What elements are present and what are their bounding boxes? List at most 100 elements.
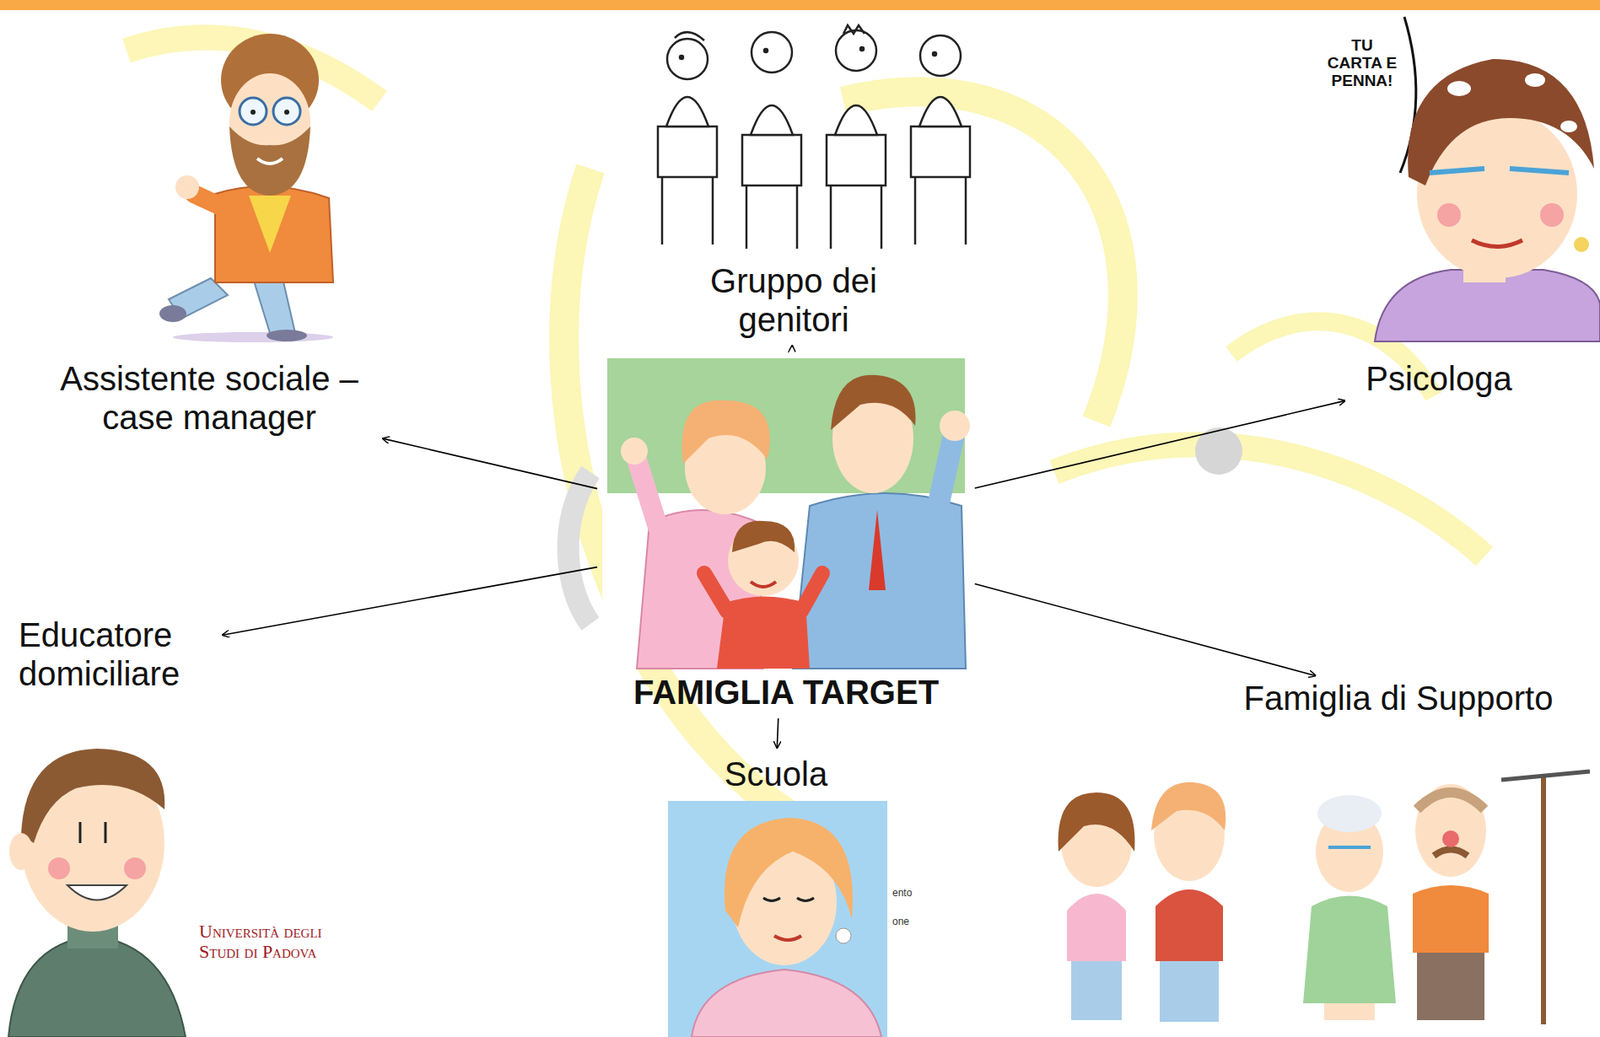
target-family-picture-part [939,410,970,442]
parents-group-drawing-part [750,105,793,135]
target-family-picture-part [750,581,776,588]
parents-group-drawing-part [674,32,705,41]
support-family-figures-part [1328,845,1371,850]
parents-group-drawing-part [667,38,708,80]
parents-group-drawing-part [860,47,864,51]
target-family-picture-part [732,521,795,553]
parents-group-drawing-part [711,177,715,245]
support-family-figures-part [1058,792,1136,852]
social-worker-figure-part [159,305,187,323]
university-logo: Università degli Studi di Padova [199,921,326,963]
support-family-figures-part [1412,885,1489,954]
support-family-figures-part [1416,792,1485,810]
psychologist-figure-part [1437,203,1461,227]
service-node: Psicologa [1337,357,1541,400]
parents-group-drawing-part [666,96,709,127]
support-family-figures-part [1303,896,1396,1005]
psychologist-figure-part [1524,73,1546,87]
support-family-figures-part [1159,961,1219,1023]
psychologist-figure-part [1573,237,1590,253]
watermark-part [568,472,591,625]
connector-arrow [776,718,778,749]
parents-group-drawing-part [745,185,749,249]
fragment-text: one [892,916,943,928]
social-worker-figure-part [257,158,283,164]
psychologist-figure-part [1407,59,1595,186]
fragment-text: ento [892,888,943,900]
school-teacher-figure [668,801,888,1037]
watermark-part [1054,444,1485,557]
social-worker-figure-part [172,332,334,343]
node-label: Educatore domiciliare [18,615,215,694]
node-label: Scuola [694,754,857,794]
social-worker-figure-part [193,193,221,207]
support-family-figures-part [1415,784,1487,878]
node-label: Gruppo dei genitori [687,261,900,340]
top-bar [0,0,1600,11]
psychologist-figure [1374,16,1600,342]
social-worker-figure-part [215,186,334,283]
speech-bubble-text: TU CARTA E PENNA! [1325,37,1399,91]
parents-group-drawing-part [932,52,937,56]
school-teacher-figure-part [668,801,888,1037]
home-educator-figure-part [80,822,106,844]
parents-group-drawing-part [742,134,802,186]
connector-arrow [975,583,1316,676]
connector-arrow [382,438,598,489]
connector-arrow [975,400,1346,489]
parents-group-drawing-part [835,30,877,71]
target-family-picture-part [602,352,970,669]
node-label: Psicologa [1341,359,1537,399]
parents-group-drawing-part [679,55,684,60]
target-family-picture-part [607,358,965,494]
home-educator-figure-part [48,857,71,880]
social-worker-figure-part [266,329,308,342]
parents-group-drawing [657,25,970,249]
service-node: Educatore domiciliare [15,614,218,695]
node-label: Famiglia di Supporto [1220,678,1577,718]
psychologist-figure-part [1471,240,1523,248]
support-family-figures-part [1071,961,1122,1021]
service-node: Gruppo dei genitori [684,259,904,341]
parents-group-drawing-part [920,35,961,76]
support-family-figures-part [1433,850,1468,857]
home-educator-figure-part [123,857,146,880]
psychologist-figure-part [1560,120,1578,133]
parents-group-drawing-part [914,177,917,245]
parents-group-drawing-part [835,105,878,135]
support-family-figures-part [1442,830,1460,848]
support-family-figures-part [1416,953,1485,1021]
node-label: FAMIGLIA TARGET [605,673,967,712]
target-family-picture-part [830,375,916,431]
support-family-figures-part [1324,1003,1375,1021]
parents-group-drawing-part [910,126,970,178]
target-family-picture [602,352,970,669]
social-worker-figure-part [284,109,290,115]
school-teacher-figure-part [774,936,802,941]
support-family-figures-part [1317,795,1382,833]
psychologist-figure-part [1447,80,1471,97]
support-family-figures-part [1066,894,1126,962]
home-educator-figure-part [67,885,127,901]
support-family-figures-part [1151,782,1226,831]
home-educator-figure-part [9,833,33,871]
psychologist-figure-part [1540,203,1564,227]
support-family-figures-part [1501,771,1590,781]
school-teacher-figure-part [724,818,853,928]
parents-group-drawing-part [796,185,799,249]
parents-group-drawing-part [843,25,865,34]
support-family-figures-part [1540,775,1547,1025]
home-educator-figure-part [8,936,186,1037]
home-educator-figure-part [21,748,165,844]
service-node: Scuola [691,753,861,796]
support-family-figures-part [1155,889,1223,962]
parents-group-drawing-part [657,126,717,178]
parents-group-drawing-part [751,32,792,73]
watermark [126,37,1485,844]
social-worker-figure-part [253,278,296,334]
school-teacher-figure-part [835,928,852,944]
parents-group-drawing-part [764,48,768,53]
parents-group-drawing-part [880,185,884,249]
